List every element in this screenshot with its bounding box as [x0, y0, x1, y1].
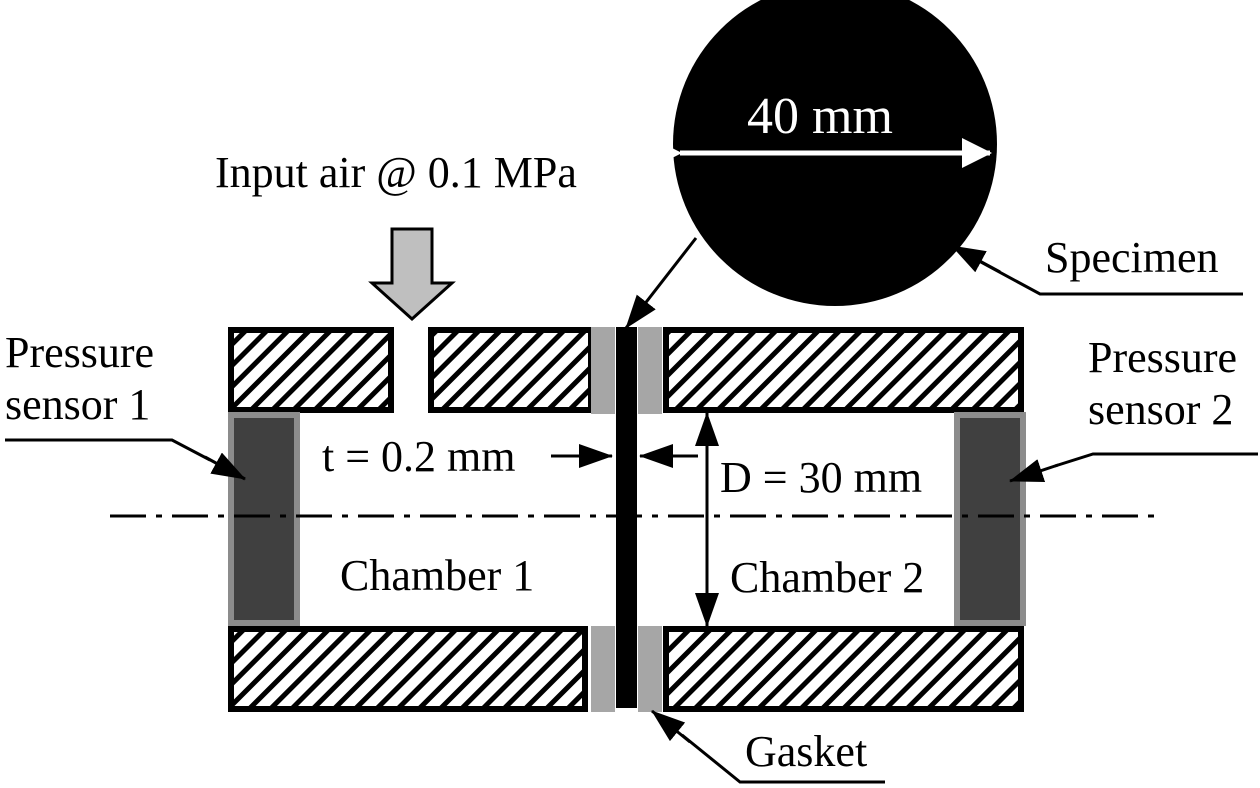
bottom-left-block [228, 626, 588, 712]
specimen-disc: 40 mm [652, 0, 997, 306]
gasket-bottom-right [638, 626, 662, 712]
thickness-label: t = 0.2 mm [322, 432, 516, 481]
sensor1-arrow [204, 452, 246, 481]
gasket-top-left [591, 327, 615, 414]
gasket-leader [681, 733, 885, 784]
gasket-arrow [651, 709, 691, 744]
top-right-block [663, 327, 1024, 413]
diameter-label: D = 30 mm [720, 453, 922, 502]
specimen-leader-line [624, 237, 698, 329]
top-left-block [228, 327, 394, 413]
gasket-top-right [638, 327, 662, 414]
sensor2-label-line1: Pressure [1088, 333, 1237, 382]
chamber1-label: Chamber 1 [340, 551, 534, 600]
specimen-label: Specimen [1045, 233, 1219, 282]
sensor1-leader [5, 438, 211, 462]
pressure-sensor-1 [228, 412, 300, 626]
gasket-label: Gasket [745, 727, 867, 776]
sensor2-arrow [1009, 459, 1059, 483]
gasket-bottom-left [591, 626, 615, 712]
chamber2-label: Chamber 2 [730, 553, 924, 602]
input-air-label: Input air @ 0.1 MPa [215, 148, 577, 197]
pressure-sensor-2 [954, 412, 1026, 626]
sensor1-label-line2: sensor 1 [5, 380, 150, 429]
top-middle-block [428, 327, 594, 413]
specimen-diameter-label: 40 mm [747, 88, 893, 145]
sensor2-label-line2: sensor 2 [1088, 385, 1233, 434]
bottom-right-block [663, 626, 1024, 712]
sensor1-label-line1: Pressure [5, 328, 154, 377]
input-air-arrow-icon [368, 227, 456, 322]
sensor2-leader [1054, 452, 1258, 468]
specimen-label-arrow [951, 244, 1001, 274]
